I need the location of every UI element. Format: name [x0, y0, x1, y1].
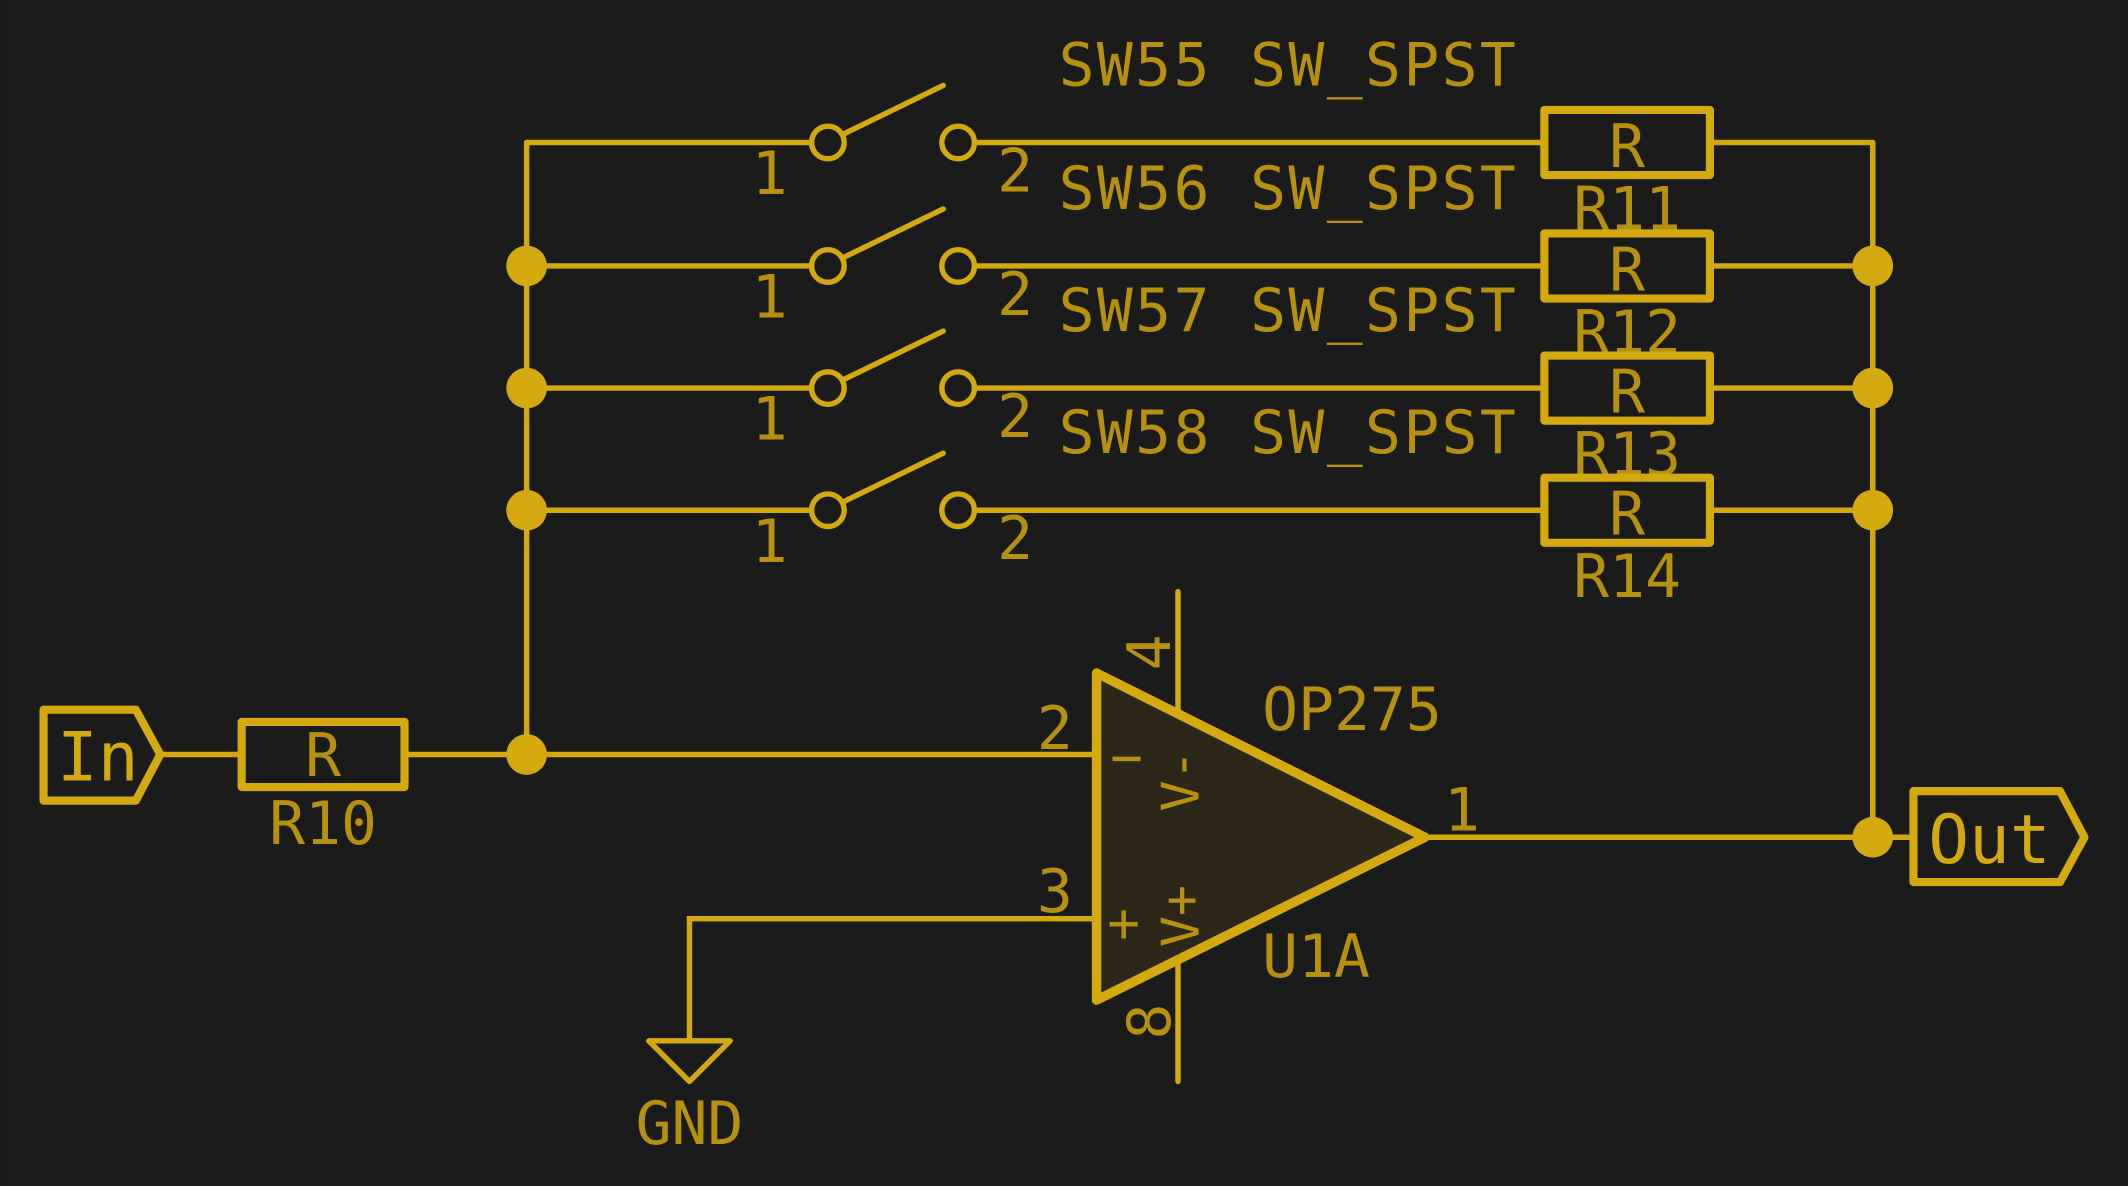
switch-lever[interactable] — [840, 328, 946, 383]
wire[interactable] — [686, 915, 1100, 1044]
opamp-pin-2: 2 — [1037, 695, 1073, 764]
gnd-label: GND — [636, 1090, 744, 1159]
switch-pin1-label: 1 — [752, 140, 788, 209]
switch-pin2-label: 2 — [997, 505, 1033, 574]
junction-dot — [1852, 245, 1894, 287]
junction-dot — [506, 367, 547, 409]
switch-pin1-label: 1 — [752, 508, 788, 577]
resistor-value: R — [1609, 481, 1645, 550]
opamp-inverting-sign: − — [1110, 726, 1143, 789]
opamp-ref: U1A — [1262, 923, 1370, 992]
switch-pin1-label: 1 — [752, 264, 788, 333]
junction-dot — [506, 489, 547, 531]
switch-pin1-label: 1 — [752, 386, 788, 455]
input-port-in[interactable] — [39, 705, 165, 805]
switch-pin1-terminal[interactable] — [808, 123, 847, 162]
opamp-pin-3: 3 — [1037, 858, 1073, 927]
opamp-pin-8: 8 — [1116, 1004, 1185, 1040]
resistor-value: R — [1609, 113, 1645, 182]
opamp-u1a[interactable] — [1091, 668, 1430, 1005]
resistor-r10-ref: R10 — [269, 790, 377, 859]
opamp-vpos-label: V+ — [1151, 885, 1211, 947]
opamp-value: OP275 — [1262, 676, 1442, 745]
switch-pin2-label: 2 — [997, 383, 1033, 452]
switch-lever[interactable] — [840, 206, 946, 261]
switch-pin1-terminal[interactable] — [808, 369, 847, 408]
resistor-r10-value: R — [305, 722, 341, 791]
switch-pin2-label: 2 — [997, 261, 1033, 330]
resistor-value: R — [1609, 359, 1645, 428]
switch-lever[interactable] — [840, 82, 946, 138]
opamp-pin-4: 4 — [1116, 634, 1185, 670]
gnd-symbol-icon[interactable] — [646, 1038, 733, 1085]
junction-dot — [1852, 489, 1894, 531]
resistor-ref: R14 — [1573, 543, 1681, 612]
input-port-label: In — [57, 717, 139, 796]
junctions — [506, 245, 1894, 858]
switch-pin1-terminal[interactable] — [808, 491, 847, 530]
resistor-value: R — [1609, 236, 1645, 305]
opamp-noninverting-sign: + — [1107, 892, 1140, 955]
output-port-label: Out — [1928, 800, 2051, 879]
junction-dot — [506, 245, 547, 287]
opamp-pin-1: 1 — [1444, 776, 1480, 845]
junction-dot — [1852, 367, 1894, 409]
switch-pin2-label: 2 — [997, 137, 1033, 206]
switch-pin1-terminal[interactable] — [808, 246, 847, 285]
output-port-out[interactable] — [1909, 787, 2089, 887]
switch-lever[interactable] — [840, 450, 946, 505]
opamp-vneg-label: V- — [1151, 749, 1211, 811]
